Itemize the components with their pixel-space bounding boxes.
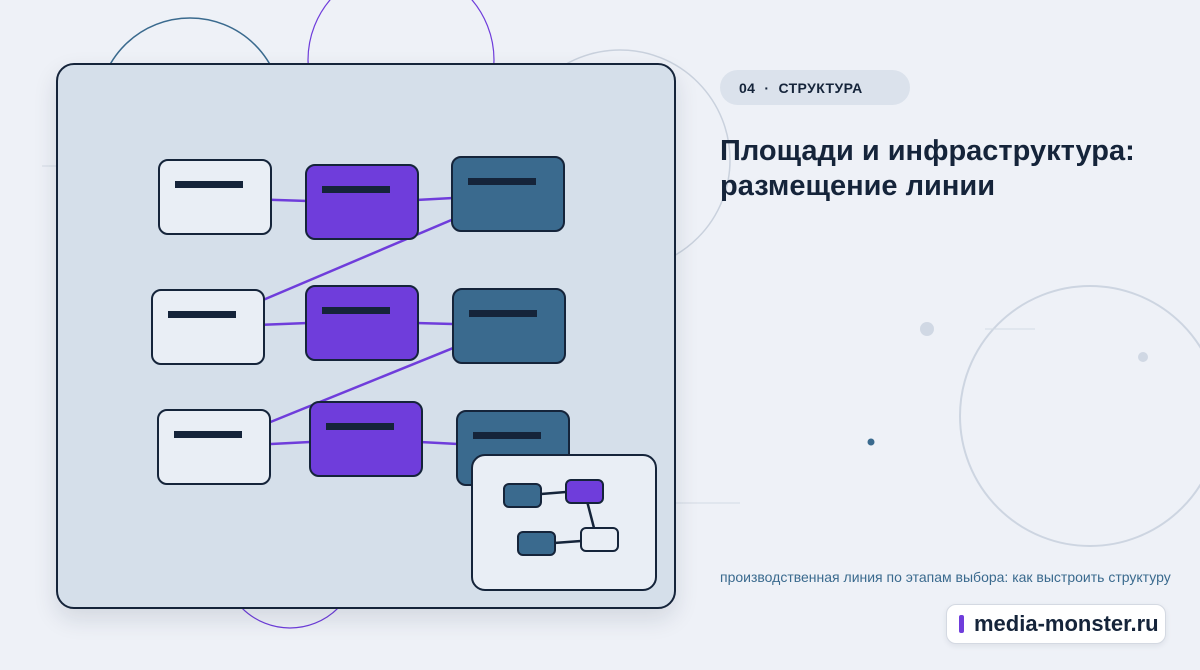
section-separator: ·	[764, 79, 770, 96]
stage-box-label-line	[469, 310, 537, 317]
section-label: СТРУКТУРА	[778, 79, 863, 96]
page-subtitle: производственная линия по этапам выбора:…	[720, 569, 1171, 585]
stage-box-blue	[451, 156, 565, 232]
process-flow-diagram	[151, 156, 570, 486]
deco-circle	[959, 285, 1200, 547]
process-row	[151, 285, 566, 365]
stage-box-blue	[452, 288, 566, 364]
stage-box-light	[151, 289, 265, 365]
section-tag: 04 · СТРУКТУРА	[720, 70, 910, 105]
mini-connector	[585, 500, 596, 529]
mini-box-blue	[517, 531, 556, 556]
process-row	[157, 401, 570, 486]
connector-line	[415, 321, 454, 326]
mini-box-blue	[503, 483, 542, 508]
mini-connectors	[540, 490, 596, 545]
stage-box-label-line	[322, 307, 390, 314]
connector-line	[415, 196, 454, 202]
stage-box-label-line	[468, 178, 536, 185]
stage-box-label-line	[168, 311, 236, 318]
connector-line	[419, 440, 459, 446]
section-number: 04	[739, 79, 756, 96]
mini-connector	[553, 539, 582, 545]
process-row	[158, 156, 565, 240]
mini-connector	[540, 490, 567, 496]
stage-box-purple	[305, 164, 419, 240]
deco-dot	[867, 438, 875, 446]
mini-box-purple	[565, 479, 604, 504]
stage-box-purple	[309, 401, 423, 477]
watermark-text: media-monster.ru	[974, 611, 1159, 636]
stage-box-label-line	[175, 181, 243, 188]
deco-dot	[1138, 352, 1148, 362]
watermark-accent-bar	[959, 615, 964, 633]
stage-box-label-line	[326, 423, 394, 430]
stage-box-label-line	[322, 186, 390, 193]
stage-box-label-line	[174, 431, 242, 438]
mini-flow-diagram	[503, 479, 619, 556]
stage-box-light	[157, 409, 271, 485]
mini-box-light	[580, 527, 619, 552]
page-title: Площади и инфраструктура: размещение лин…	[720, 135, 1135, 202]
deco-dot	[920, 322, 934, 336]
stage-box-light	[158, 159, 272, 235]
mini-diagram-panel	[471, 454, 657, 591]
stage-box-purple	[305, 285, 419, 361]
illustration-board	[56, 63, 676, 609]
stage-box-label-line	[473, 432, 541, 439]
site-watermark: media-monster.ru	[946, 604, 1166, 644]
